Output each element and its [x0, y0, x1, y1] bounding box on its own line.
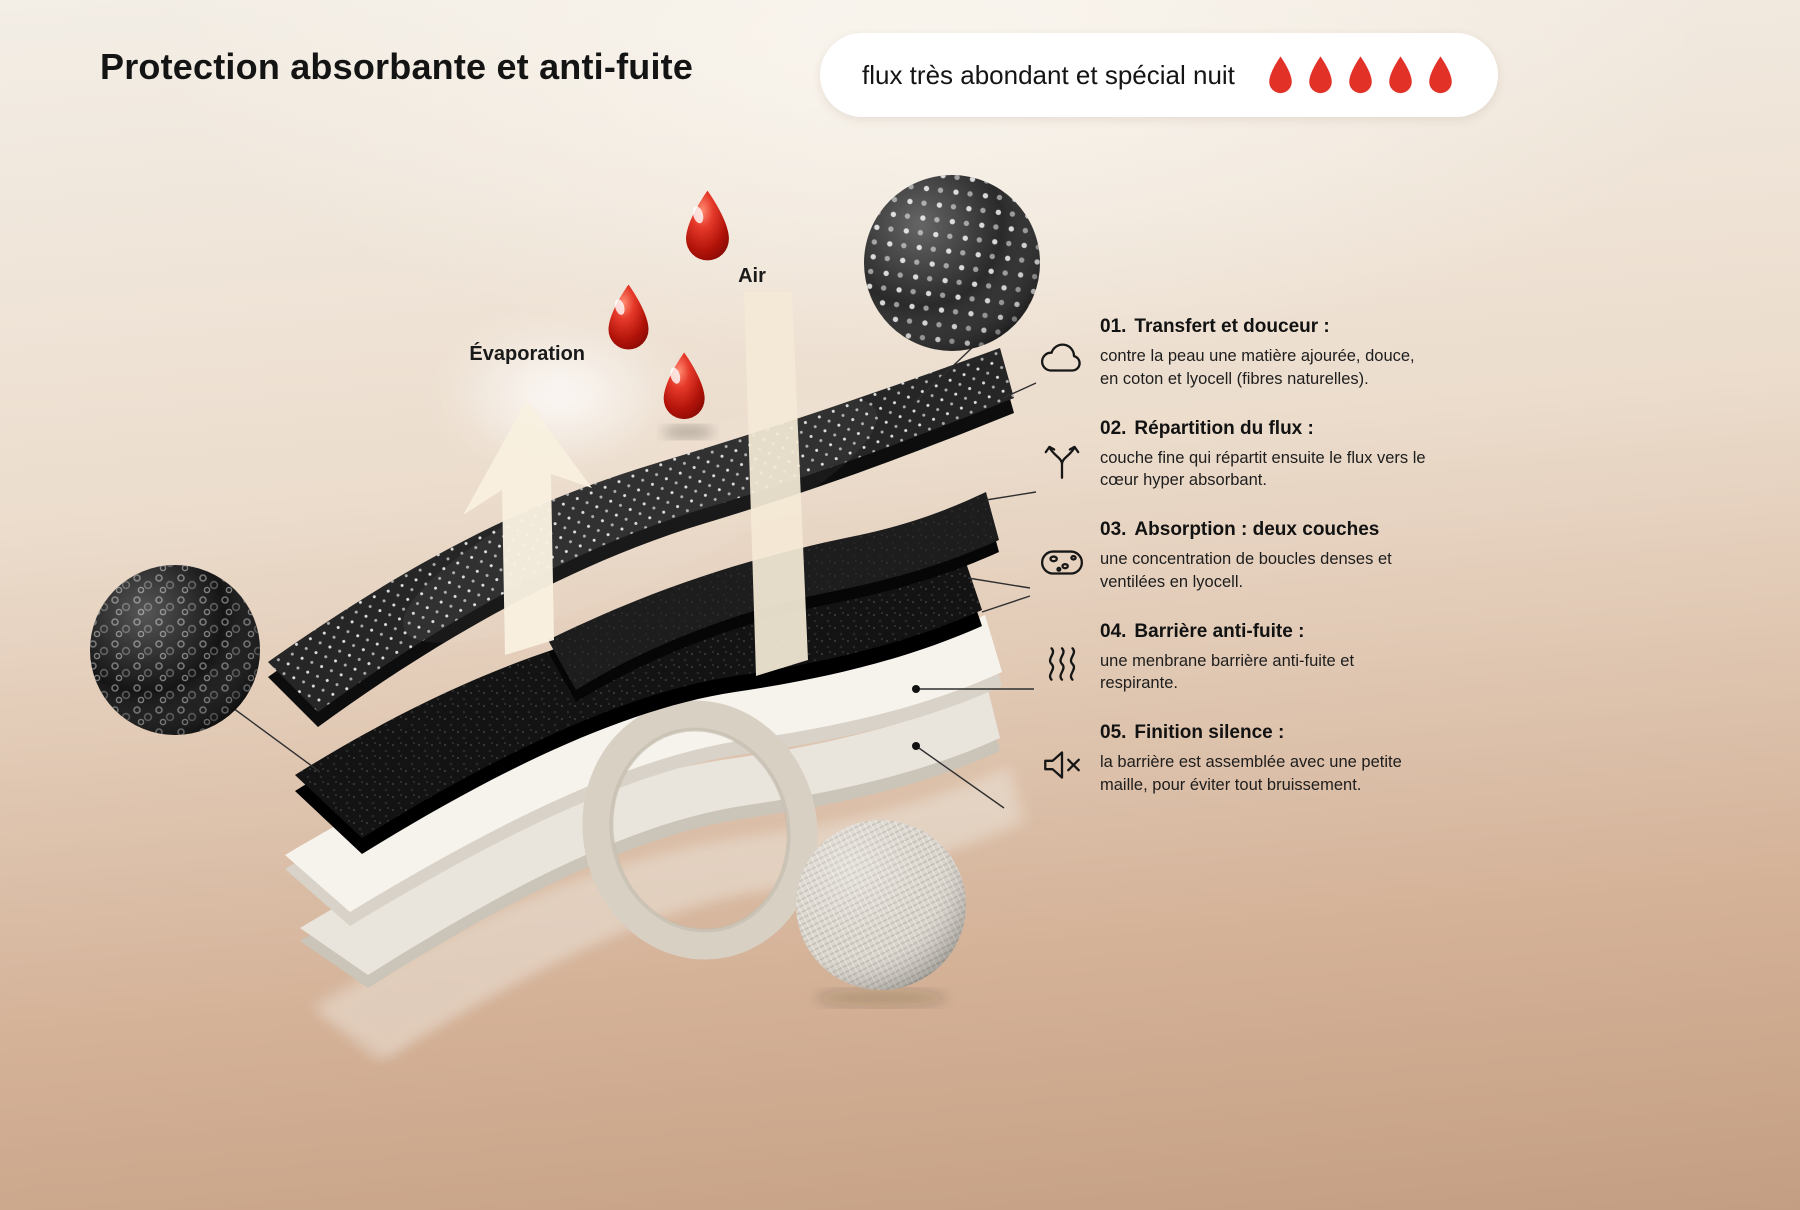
- feature-number: 01.: [1100, 316, 1127, 337]
- page-title: Protection absorbante et anti-fuite: [100, 46, 694, 87]
- swatch-soft-mesh: [796, 820, 966, 1007]
- feature-item-02: 02.Répartition du flux : couche fine qui…: [1034, 418, 1494, 493]
- feature-description: contre la peau une matière ajourée, douc…: [1100, 347, 1415, 388]
- blood-drop: [608, 284, 649, 350]
- swatch-dense-loops: [90, 565, 260, 735]
- cloud-icon: [1034, 340, 1090, 378]
- feature-title: 03.Absorption : deux couches: [1100, 519, 1380, 541]
- air-label: Air: [738, 265, 766, 287]
- feature-description: une concentration de boucles denses et v…: [1100, 550, 1392, 591]
- drop-shadow: [662, 425, 714, 439]
- feature-description: la barrière est assemblée avec une petit…: [1100, 753, 1402, 794]
- feature-number: 05.: [1100, 722, 1127, 744]
- blood-drop: [663, 352, 705, 420]
- evaporation-glow: [440, 320, 680, 470]
- air-beam: [744, 292, 808, 676]
- feature-description: une menbrane barrière anti-fuite et resp…: [1100, 651, 1355, 693]
- feature-description: couche fine qui répartit ensuite le flux…: [1100, 448, 1426, 490]
- feature-title: 05.Finition silence :: [1100, 722, 1285, 744]
- feature-number: 04.: [1100, 620, 1127, 642]
- leader-lines: [232, 344, 1037, 809]
- muted-speaker-icon: [1034, 746, 1090, 784]
- feature-item-03: 03.Absorption : deux couches une concent…: [1034, 519, 1494, 594]
- flow-intensity-badge: flux très abondant et spécial nuit: [820, 33, 1498, 117]
- swatch-perforated-topsheet: [864, 175, 1040, 351]
- feature-list: 01.Transfert et douceur : contre la peau…: [1034, 316, 1494, 797]
- feature-title: 04.Barrière anti-fuite :: [1100, 620, 1305, 642]
- feature-title: 01.Transfert et douceur :: [1100, 316, 1330, 337]
- feature-title: 02.Répartition du flux :: [1100, 417, 1314, 439]
- feature-item-04: 04.Barrière anti-fuite : une menbrane ba…: [1034, 621, 1494, 696]
- flow-badge-label: flux très abondant et spécial nuit: [862, 59, 1235, 90]
- blood-drop: [686, 190, 729, 261]
- steam-icon: [1034, 645, 1090, 683]
- split-arrows-icon: [1034, 442, 1090, 480]
- feature-item-05: 05.Finition silence : la barrière est as…: [1034, 722, 1494, 797]
- evaporation-label: Évaporation: [469, 342, 585, 365]
- evaporation-arrow: [463, 400, 592, 655]
- feature-number: 02.: [1100, 417, 1127, 439]
- fabric-ring: [582, 700, 818, 960]
- feature-number: 03.: [1100, 519, 1127, 541]
- feature-item-01: 01.Transfert et douceur : contre la peau…: [1034, 316, 1494, 391]
- sponge-icon: [1034, 543, 1090, 581]
